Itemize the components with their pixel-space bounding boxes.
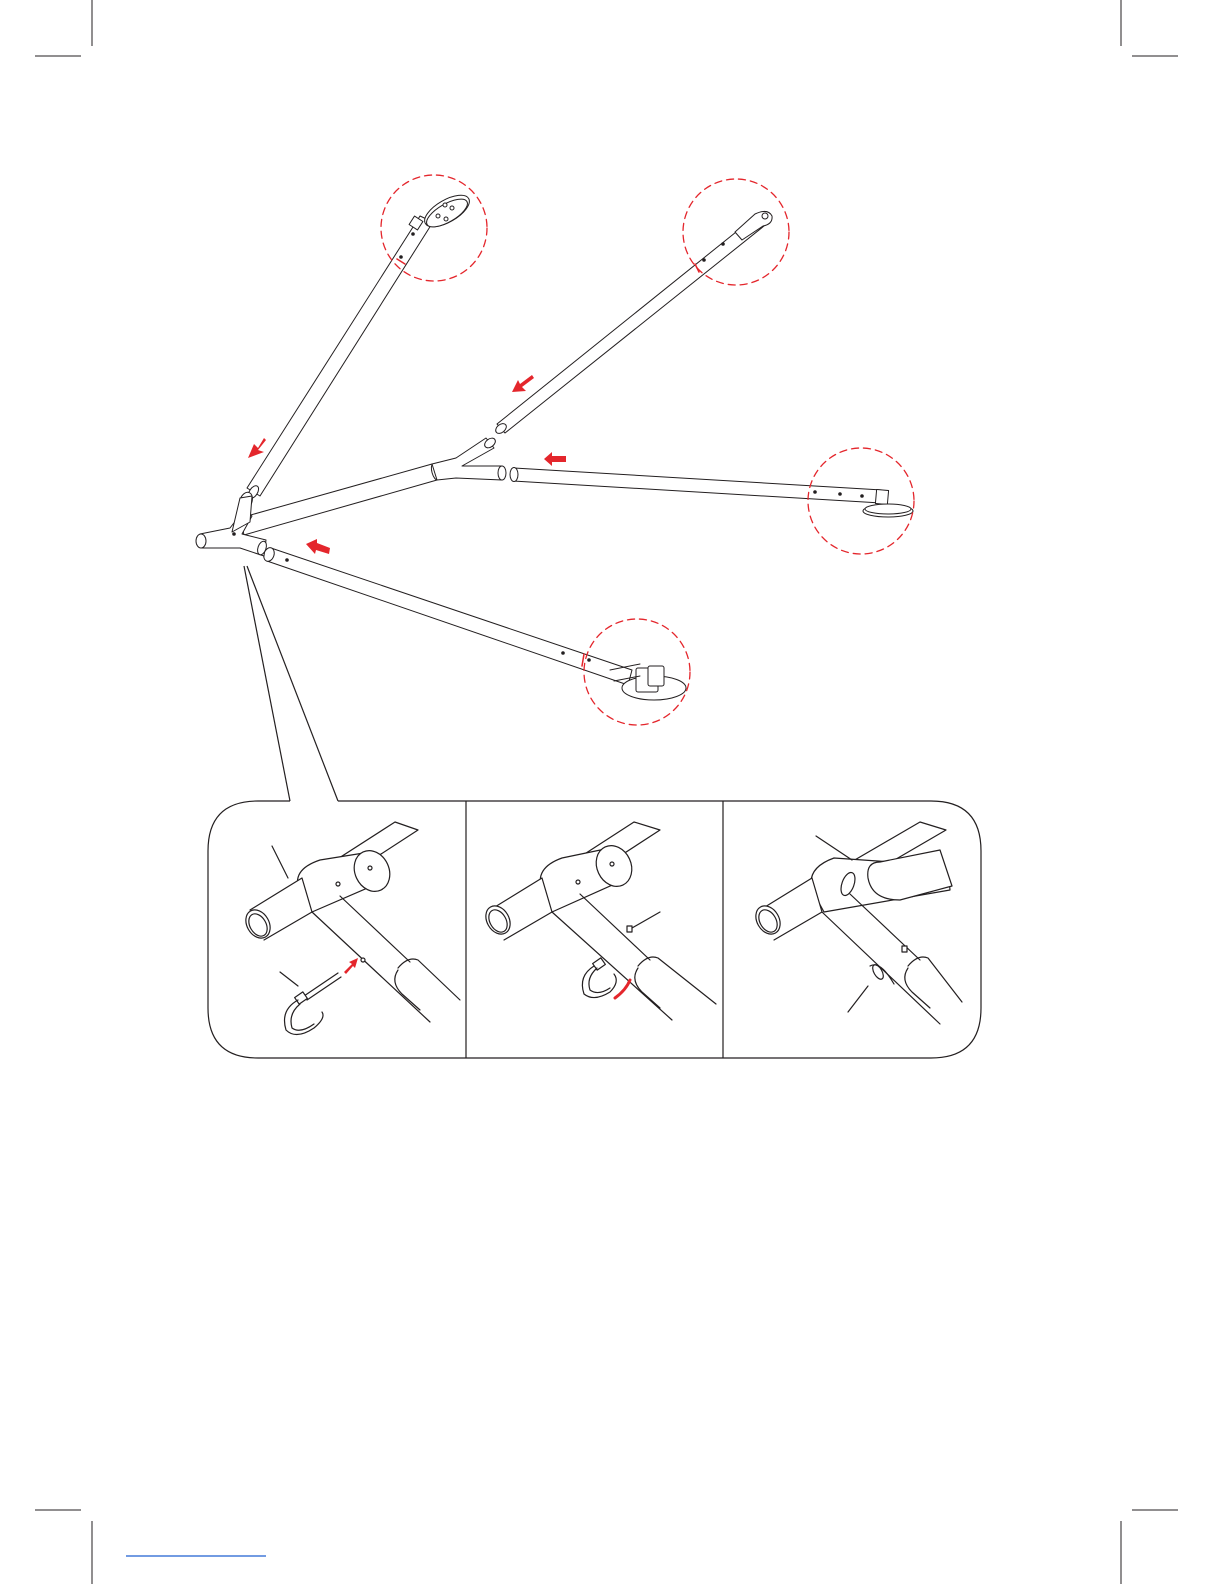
circle-top-left [381,175,487,281]
detail-box [208,801,981,1058]
panel-step-3 [751,822,962,1024]
hub-tube [196,436,506,556]
arrow-right [544,452,566,466]
panel-step-1 [241,822,460,1035]
arrow-top-right [512,375,534,392]
lock-pin-icon [582,958,616,998]
tube-top-right [494,211,772,435]
arrow-top-left [248,438,266,458]
crop-marks [35,0,1178,1584]
tube-right [510,468,913,518]
arrow-bottom [306,539,330,554]
panel-step-2 [481,822,716,1020]
tube-bottom [262,546,686,700]
tube-top-left [246,189,474,500]
callout-wedge [244,566,338,801]
